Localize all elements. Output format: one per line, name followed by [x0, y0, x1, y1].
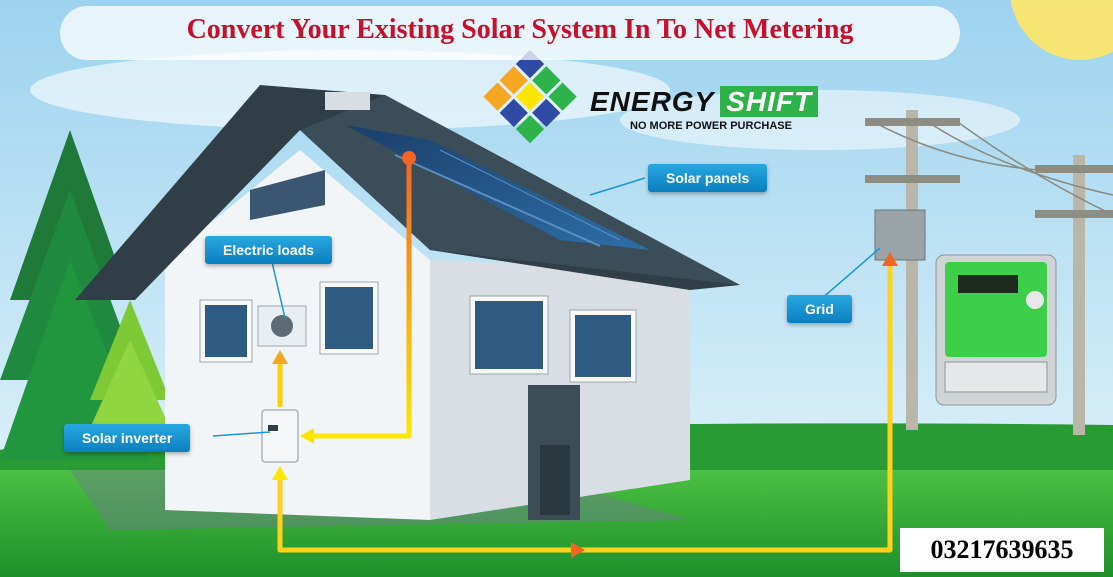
transformer: [874, 209, 926, 261]
window: [575, 315, 631, 377]
chimney: [325, 92, 370, 110]
headline-title: Convert Your Existing Solar System In To…: [186, 14, 854, 45]
callout-grid: Grid: [787, 295, 852, 323]
window: [205, 305, 247, 357]
energy-meter: [935, 254, 1057, 406]
house: [75, 85, 740, 520]
title-band: [60, 6, 960, 60]
attic-window: [250, 170, 325, 220]
callout-pointers: [212, 177, 881, 437]
brand-name-part2: SHIFT: [720, 86, 819, 117]
window: [325, 287, 373, 349]
brand-tagline: NO MORE POWER PURCHASE: [630, 120, 792, 132]
solar-inverter-device: [261, 409, 299, 463]
brand-name-part1: ENERGY: [590, 86, 715, 117]
callout-solar-panels: Solar panels: [648, 164, 768, 192]
power-flow-lines: [272, 151, 898, 558]
utility-poles: [865, 110, 1113, 435]
window: [475, 301, 543, 369]
sun: [1010, 0, 1113, 60]
door: [540, 445, 570, 515]
panel-to-inverter-line: [307, 155, 412, 439]
solar-panel-array: [345, 125, 650, 250]
callout-electric-loads: Electric loads: [205, 236, 333, 264]
pine-tree-small: [80, 300, 180, 450]
cloud: [620, 90, 1020, 150]
contact-phone: 03217639635: [900, 528, 1104, 572]
callout-solar-inverter: Solar inverter: [64, 424, 191, 452]
